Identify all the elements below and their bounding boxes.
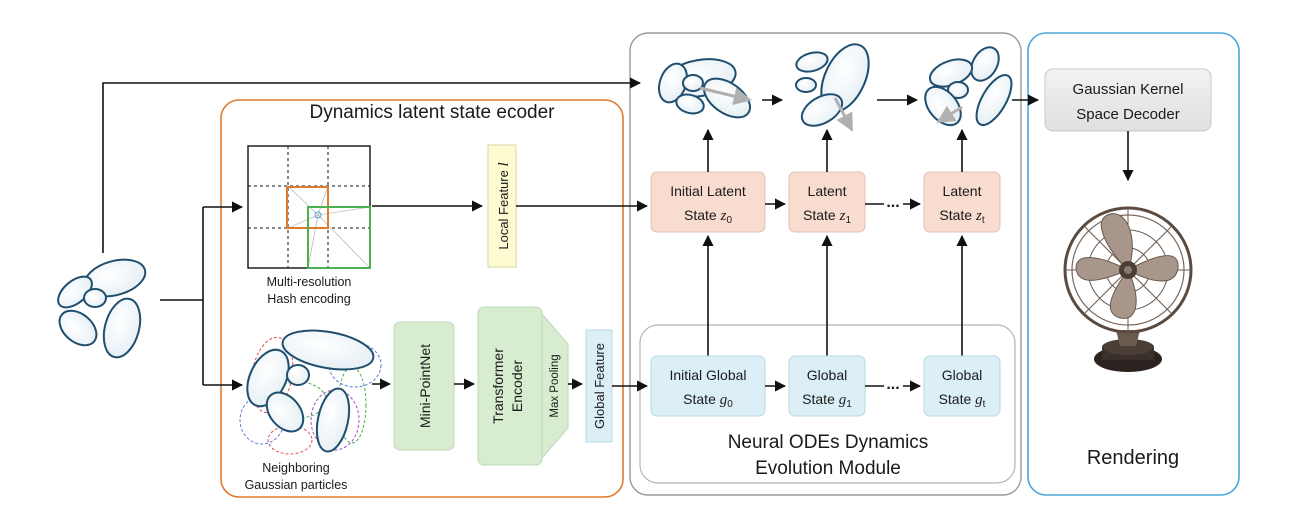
encoder-title: Dynamics latent state ecoder [309,102,555,123]
latent-state-0: Initial Latent State z0 [650,171,766,233]
gaussian-state-1-icon [795,43,870,132]
latent-state-0-symbol: z [720,208,727,224]
global-state-t: Global State gt [923,355,1001,417]
decoder-label-line1: Gaussian Kernel [1073,81,1184,98]
global-state-t-symbol: g [975,392,983,408]
neighbor-label-line2: Gaussian particles [245,478,348,492]
svg-text:State z0: State z0 [684,207,732,226]
latent-state-t-line2: State [939,207,972,223]
global-state-t-line2: State [939,391,972,407]
transformer-label-line2: Encoder [509,360,525,412]
hash-label-line2: Hash encoding [267,292,350,306]
neighbor-gaussians-icon [239,329,382,455]
svg-text:State zt: State zt [939,207,984,226]
global-ellipsis: ... [886,376,899,393]
svg-text:State g1: State g1 [802,391,852,410]
svg-text:State gt: State gt [939,391,986,410]
ode-title-line1: Neural ODEs Dynamics [728,432,929,453]
max-pooling-label: Max Pooling [549,354,561,417]
global-feature-label: Global Feature [592,343,607,429]
global-state-0-symbol: g [720,392,728,408]
hash-label-line1: Multi-resolution [267,275,352,289]
latent-state-1-symbol: z [839,208,846,224]
gaussian-state-0-icon [657,58,752,119]
mini-pointnet-box [393,321,455,451]
rendered-fan-image [1063,206,1193,372]
gaussian-state-t-icon [924,46,1013,127]
global-state-t-sub: t [983,399,986,410]
hash-grid-icon [247,145,371,269]
latent-state-1-line1: Latent [808,183,847,199]
latent-state-t-sub: t [982,215,985,226]
latent-state-1: Latent State z1 [788,171,866,233]
latent-state-0-sub: 0 [726,215,732,226]
global-state-t-line1: Global [942,367,982,383]
rendering-title: Rendering [1087,447,1179,469]
global-state-1-sub: 1 [846,399,852,410]
local-feature-symbol: l [496,162,512,166]
global-state-0: Initial Global State g0 [650,355,766,417]
ode-title-line2: Evolution Module [755,458,901,479]
local-feature-text: Local Feature [496,170,511,250]
svg-text:State z1: State z1 [803,207,851,226]
decoder-label-line2: Space Decoder [1076,106,1179,123]
transformer-label-line1: Transformer [490,348,506,424]
latent-state-1-line2: State [803,207,836,223]
latent-state-t-symbol: z [975,208,982,224]
global-state-0-sub: 0 [727,399,733,410]
global-state-1: Global State g1 [788,355,866,417]
svg-text:State g0: State g0 [683,391,733,410]
global-feature-box [585,329,613,443]
input-gaussians-icon [57,258,147,359]
global-state-0-line1: Initial Global [669,367,746,383]
latent-state-t-line1: Latent [943,183,982,199]
global-state-1-line1: Global [807,367,847,383]
global-state-1-line2: State [802,391,835,407]
latent-state-0-line2: State [684,207,717,223]
latent-state-0-line1: Initial Latent [670,183,746,199]
latent-state-t: Latent State zt [923,171,1001,233]
local-feature-box [487,144,517,268]
max-pooling-shape [541,312,569,460]
global-state-0-line2: State [683,391,716,407]
latent-ellipsis: ... [886,194,899,211]
skip-connection-arrow [102,77,642,253]
local-feature-label: Local Feature l [496,162,512,249]
global-state-1-symbol: g [839,392,847,408]
neighbor-label-line1: Neighboring [262,461,329,475]
mini-pointnet-label: Mini-PointNet [417,344,433,428]
latent-state-1-sub: 1 [845,215,851,226]
